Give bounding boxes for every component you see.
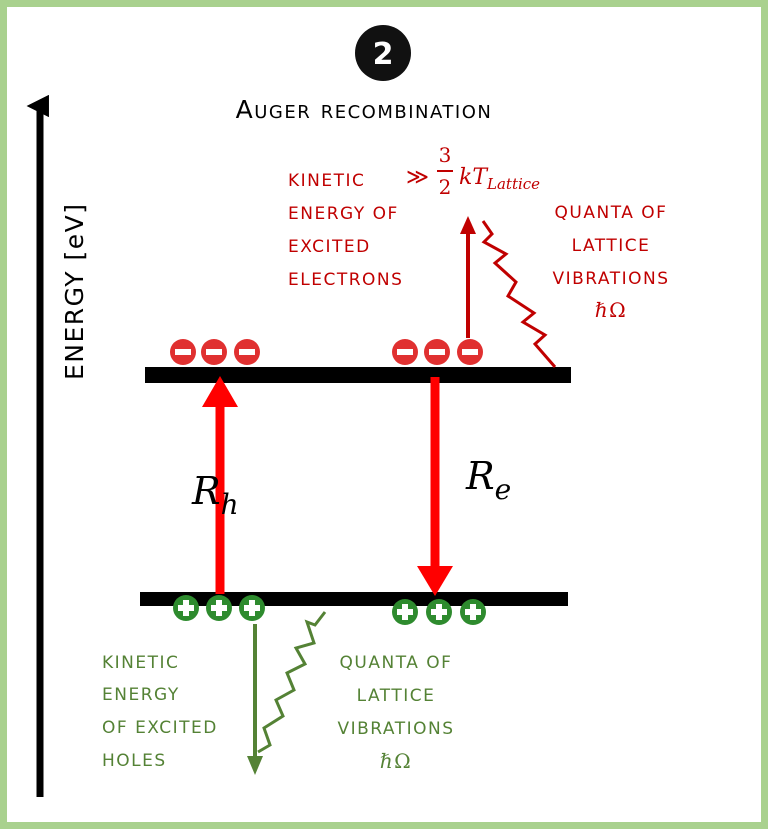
electron-kinetic-arrow [460,216,476,338]
hole-kinetic-line-4: HOLES [102,751,167,771]
fraction-numerator: 3 [439,143,452,167]
hole-quanta-line-2: LATTICE [357,686,436,706]
hole-kinetic-line-1: KINETIC [102,653,179,673]
conduction-band [145,367,571,383]
hole-kinetic-arrow [247,624,263,775]
hole-group-right [392,599,486,625]
hole-kinetic-line-3: OF EXCITED [102,718,218,738]
hole-quanta-line-3: VIBRATIONS [337,719,454,739]
rh-arrow [202,376,238,594]
hole-phonon-zigzag [257,611,327,754]
electron-quanta-line-3: VIBRATIONS [552,269,669,289]
thermal-energy-expression: ≫ 3 2 kTLattice [406,143,540,199]
electron-phonon-zigzag [481,220,557,368]
electron-quanta-line-1: QUANTA OF [555,203,668,223]
energy-axis-label: ENERGY [eV] [60,203,89,381]
valence-band [140,592,568,606]
electron-kinetic-line-2: ENERGY OF [288,204,399,224]
hole-hbar-omega: ℏΩ [380,749,412,773]
electron-kinetic-line-4: ELECTRONS [288,270,403,290]
hole-quanta-line-1: QUANTA OF [340,653,453,673]
hole-kinetic-line-2: ENERGY [102,685,180,705]
hole-group-left [173,595,265,621]
re-arrow [417,377,453,596]
rate-label-electrons: Re [465,454,511,506]
electron-group-left [170,339,260,365]
electron-kinetic-label: KINETIC ENERGY OF EXCITED ELECTRONS [288,171,403,290]
rate-label-holes: Rh [191,469,239,521]
hole-kinetic-label: KINETIC ENERGY OF EXCITED HOLES [102,653,218,771]
electron-kinetic-line-1: KINETIC [288,171,365,191]
electron-kinetic-line-3: EXCITED [288,237,371,257]
electron-quanta-label: QUANTA OF LATTICE VIBRATIONS ℏΩ [552,203,669,322]
step-badge: 2 [355,25,411,81]
hole-quanta-label: QUANTA OF LATTICE VIBRATIONS ℏΩ [337,653,454,773]
kt-lattice: kTLattice [459,165,540,193]
fraction-bar [437,170,453,172]
electron-quanta-line-2: LATTICE [572,236,651,256]
electron-group-right [392,339,483,365]
diagram-title: Auger recombination [236,95,493,124]
step-badge-number: 2 [373,37,394,72]
electron-hbar-omega: ℏΩ [595,298,627,322]
fraction-denominator: 2 [439,175,452,199]
much-greater-symbol: ≫ [406,165,429,190]
